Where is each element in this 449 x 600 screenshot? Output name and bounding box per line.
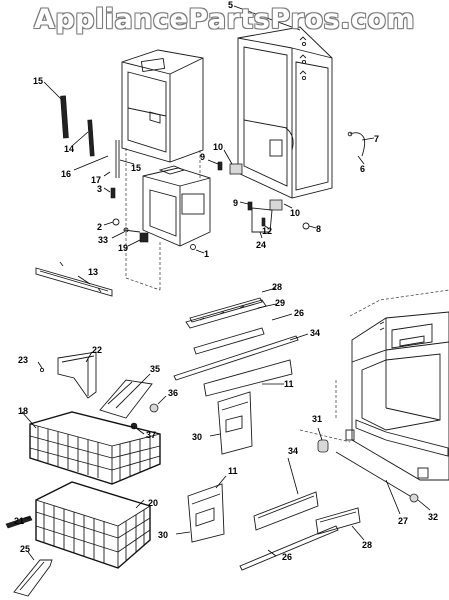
callout-22: 22 [92, 345, 102, 355]
callout-1: 1 [204, 249, 209, 259]
basket-divider [99, 373, 167, 435]
callout-37: 37 [146, 430, 156, 440]
callout-17: 17 [91, 175, 101, 185]
wire-basket-upper [21, 411, 161, 485]
callout-11: 11 [284, 379, 294, 389]
callout-36: 36 [168, 388, 178, 398]
callout-21: 21 [14, 516, 24, 526]
callout-12: 12 [262, 226, 272, 236]
callout-8: 8 [316, 224, 321, 234]
callout-30: 30 [192, 432, 202, 442]
drawer-slide-rails-lower [175, 380, 431, 571]
callout-24: 24 [256, 240, 266, 250]
callout-29: 29 [275, 298, 285, 308]
callout-34: 34 [310, 328, 320, 338]
callout-15: 15 [131, 163, 141, 173]
basket-clip-and-cover [5, 515, 53, 597]
callout-6: 6 [360, 164, 365, 174]
callout-2: 2 [97, 222, 102, 232]
callout-20: 20 [148, 498, 158, 508]
callout-26: 26 [294, 308, 304, 318]
callout-15: 15 [33, 76, 43, 86]
water-tube [347, 131, 375, 165]
callout-31: 31 [312, 414, 322, 424]
callout-9: 9 [200, 152, 205, 162]
callout-10: 10 [290, 208, 300, 218]
callout-34: 34 [288, 446, 298, 456]
callout-18: 18 [18, 406, 28, 416]
callout-14: 14 [64, 144, 74, 154]
hardware-fasteners [103, 171, 205, 254]
callout-30: 30 [158, 530, 168, 540]
callout-28: 28 [272, 282, 282, 292]
callout-10: 10 [213, 142, 223, 152]
callout-11: 11 [228, 466, 238, 476]
callout-25: 25 [20, 544, 30, 554]
lower-housing [142, 165, 211, 247]
hinge-hardware [207, 149, 317, 239]
callout-35: 35 [150, 364, 160, 374]
callout-13: 13 [88, 267, 98, 277]
callout-16: 16 [61, 169, 71, 179]
fresh-food-cabinet-lower [345, 289, 449, 481]
wire-basket-lower [35, 481, 151, 569]
callout-32: 32 [428, 512, 438, 522]
basket-bracket [37, 351, 97, 399]
callout-labels: 5 15 14 16 15 17 3 2 33 19 1 13 9 10 9 1… [14, 0, 438, 562]
callout-27: 27 [398, 516, 408, 526]
callout-5: 5 [228, 0, 233, 10]
callout-28: 28 [362, 540, 372, 550]
trim-strip [35, 261, 113, 297]
callout-7: 7 [374, 134, 379, 144]
side-rail-set [43, 81, 135, 178]
watermark-logo: AppliancePartsPros.com [33, 4, 416, 35]
refrigerator-cabinet [237, 26, 333, 199]
callout-3: 3 [97, 184, 102, 194]
callout-23: 23 [18, 355, 28, 365]
callout-33: 33 [98, 235, 108, 245]
callout-9: 9 [233, 198, 238, 208]
callout-26: 26 [282, 552, 292, 562]
drawer-slide-rails-upper [173, 287, 309, 397]
lead-5 [233, 5, 301, 31]
callout-19: 19 [118, 243, 128, 253]
